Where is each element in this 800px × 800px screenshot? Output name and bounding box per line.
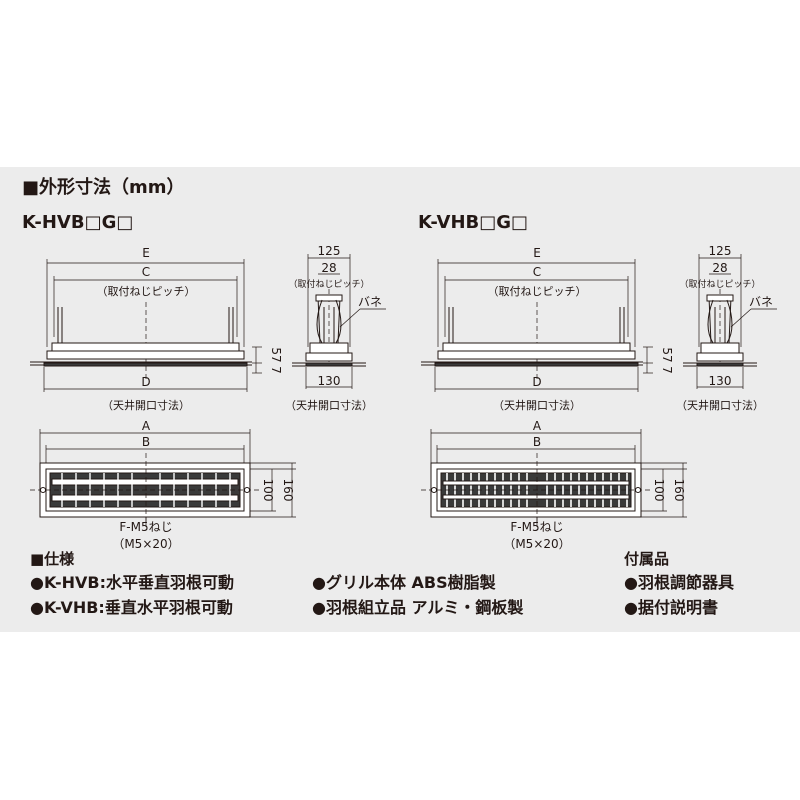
hvb-drawings: E C （取付ねじピッチ） 57 (30, 244, 386, 551)
vhb-dim-E: E (533, 246, 541, 260)
hvb-front-opening-note: （天井開口寸法） (102, 398, 190, 412)
hvb-dim-100: 100 (261, 479, 275, 502)
vhb-front-pitch-note: （取付ねじピッチ） (488, 285, 587, 298)
hvb-dim-C: C (142, 265, 150, 279)
vhb-dim-B: B (533, 435, 541, 449)
hvb-dim-D: D (141, 375, 150, 389)
accessories-section: 付属品 ●羽根調節器具 ●据付説明書 (624, 550, 734, 617)
vhb-dim-57: 57 (660, 347, 674, 362)
vhb-dim-130: 130 (709, 374, 732, 388)
hvb-dim-B: B (142, 435, 150, 449)
hvb-dim-160: 160 (281, 479, 295, 502)
hvb-spring-label: バネ (358, 295, 382, 309)
vhb-side-pitch-note: （取付ねじピッチ） (679, 279, 760, 290)
hvb-dim-A: A (142, 419, 151, 433)
hvb-side-pitch-note: （取付ねじピッチ） (288, 279, 369, 290)
dimension-panel: ■外形寸法（mm） K-HVB□G□ K-VHB□G□ E C （取付ねじピッチ… (0, 167, 800, 632)
accessories-title: 付属品 (624, 550, 669, 568)
hvb-front-pitch-note: （取付ねじピッチ） (97, 285, 196, 298)
hvb-dim-7: 7 (269, 366, 283, 374)
hvb-dim-125: 125 (318, 244, 341, 258)
vhb-front-view: E C （取付ねじピッチ） 57 7 D （天井 (421, 246, 674, 412)
vhb-screw-size: （M5×20） (503, 537, 570, 551)
hvb-front-view: E C （取付ねじピッチ） 57 (30, 246, 283, 412)
hvb-plan-view: A B (30, 419, 296, 551)
vhb-plan-view: A B (421, 419, 687, 551)
vhb-screw-label: F-M5ねじ (510, 520, 563, 534)
vhb-dim-28: 28 (712, 261, 727, 275)
hvb-side-opening-note: （天井開口寸法） (285, 398, 373, 412)
spec-title: ■仕様 (30, 550, 75, 568)
accessory-item: ●羽根調節器具 (624, 573, 734, 592)
model-title-vhb: K-VHB□G□ (418, 212, 528, 233)
hvb-screw-size: （M5×20） (112, 537, 179, 551)
vhb-dim-100: 100 (652, 479, 666, 502)
section-title: ■外形寸法（mm） (22, 176, 185, 198)
accessory-item: ●据付説明書 (624, 598, 718, 617)
hvb-dim-E: E (142, 246, 150, 260)
spec-item: ●K-HVB:水平垂直羽根可動 (30, 573, 234, 592)
vhb-dim-C: C (533, 265, 541, 279)
dimension-drawing: ■外形寸法（mm） K-HVB□G□ K-VHB□G□ E C （取付ねじピッチ… (22, 176, 777, 617)
model-title-hvb: K-HVB□G□ (22, 212, 133, 233)
vhb-dim-D: D (532, 375, 541, 389)
vhb-spring-label: バネ (749, 295, 773, 309)
vhb-dim-125: 125 (709, 244, 732, 258)
spec-item: ●羽根組立品 アルミ・鋼板製 (312, 598, 523, 617)
hvb-screw-label: F-M5ねじ (119, 520, 172, 534)
hvb-dim-28: 28 (321, 261, 336, 275)
vhb-front-opening-note: （天井開口寸法） (493, 398, 581, 412)
vhb-side-opening-note: （天井開口寸法） (676, 398, 764, 412)
vhb-side-view: 125 28 （取付ねじピッチ） バネ 130 （天井開口寸法） (676, 244, 777, 412)
hvb-dim-130: 130 (318, 374, 341, 388)
hvb-dim-57: 57 (269, 347, 283, 362)
vhb-dim-A: A (533, 419, 542, 433)
vhb-dim-160: 160 (672, 479, 686, 502)
spec-section: ■仕様 ●K-HVB:水平垂直羽根可動 ●K-VHB:垂直水平羽根可動 ●グリル… (30, 550, 523, 617)
vhb-drawings: E C （取付ねじピッチ） 57 7 D （天井 (421, 244, 777, 551)
hvb-side-view: 125 28 （取付ねじピッチ） バネ 13 (285, 244, 386, 412)
spec-item: ●グリル本体 ABS樹脂製 (312, 573, 496, 592)
vhb-dim-7: 7 (660, 366, 674, 374)
spec-item: ●K-VHB:垂直水平羽根可動 (30, 598, 233, 617)
